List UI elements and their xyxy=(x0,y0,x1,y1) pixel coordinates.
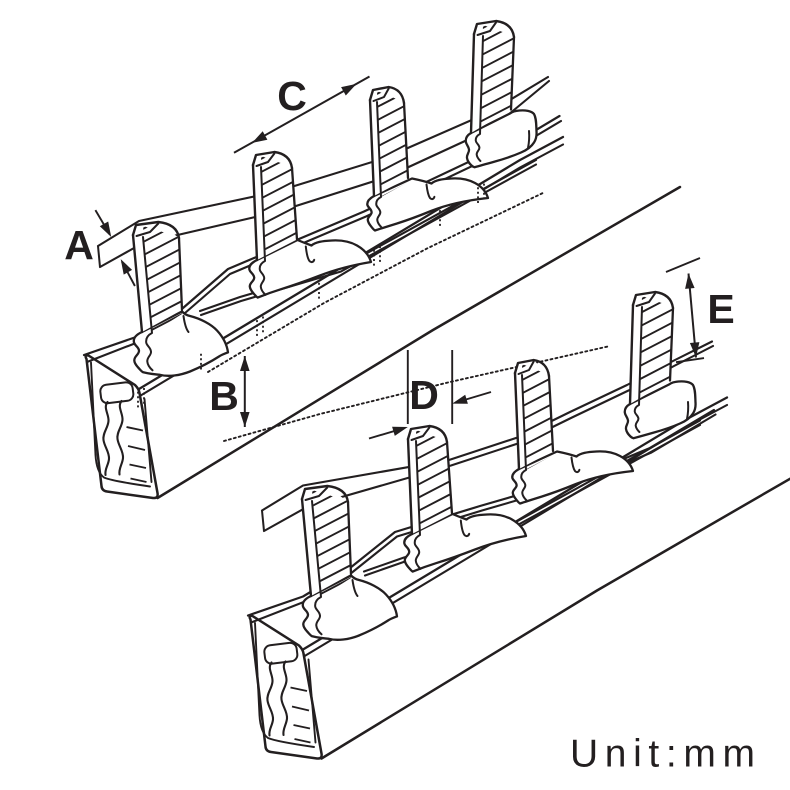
svg-text:A: A xyxy=(64,222,94,268)
svg-text:C: C xyxy=(277,73,307,119)
svg-text:D: D xyxy=(409,372,439,418)
svg-text:B: B xyxy=(209,373,239,419)
svg-text:E: E xyxy=(707,286,734,332)
